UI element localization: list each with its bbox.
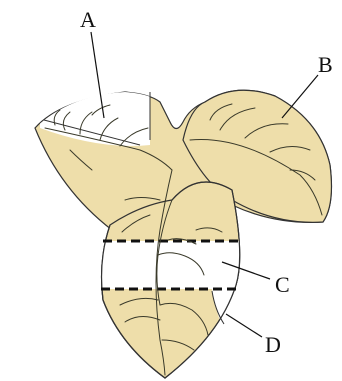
label-d: D	[265, 332, 281, 357]
label-b: B	[318, 52, 333, 77]
label-a: A	[80, 7, 96, 32]
pointer-b	[282, 75, 318, 118]
region-c-uncovered	[90, 241, 250, 289]
pointer-d	[226, 314, 262, 337]
label-c: C	[275, 272, 290, 297]
